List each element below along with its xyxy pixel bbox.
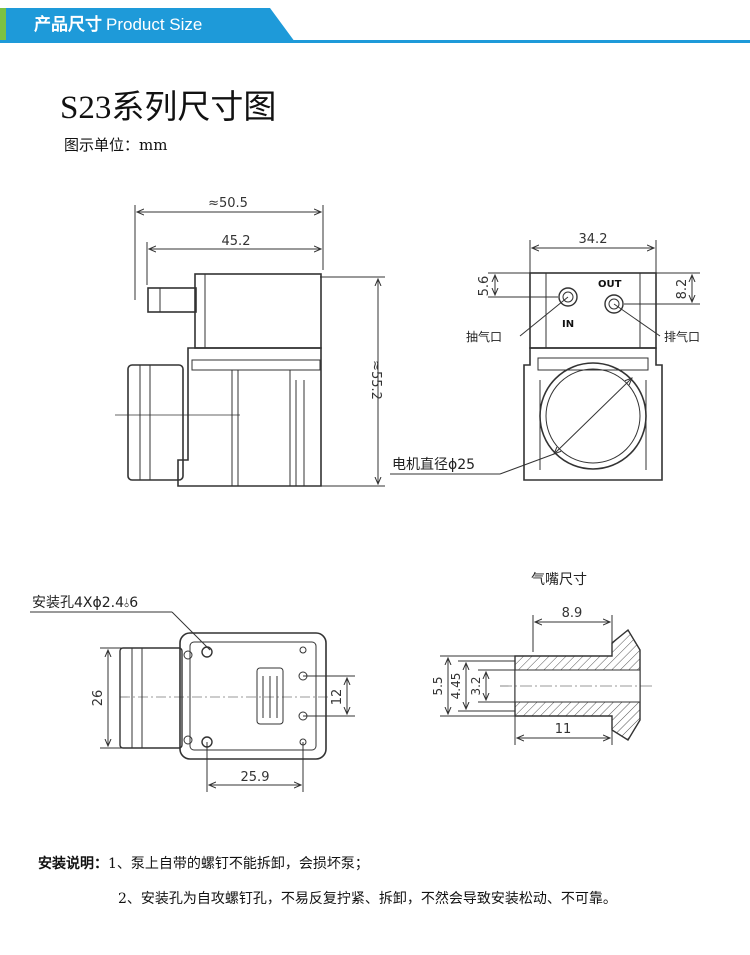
bottom-dim-spacing: 12	[330, 689, 345, 706]
header-title-cn: 产品尺寸	[34, 15, 102, 35]
bottom-dim-height: 26	[91, 690, 106, 707]
mounting-holes-label: 安装孔4Xϕ2.4⫰6	[32, 595, 138, 611]
bottom-view	[30, 611, 355, 792]
front-dim-out-offset: 5.6	[477, 276, 492, 297]
nozzle-dim-d1: 5.5	[431, 676, 445, 695]
nozzle-dim-length-b: 11	[555, 722, 572, 737]
front-dim-in-offset: 8.2	[675, 279, 690, 300]
install-notes-label: 安装说明：	[38, 856, 108, 872]
bottom-dim-width: 25.9	[241, 770, 270, 785]
nozzle-view	[440, 615, 655, 745]
install-note-2: 2、安装孔为自攻螺钉孔，不易反复拧紧、拆卸，不然会导致安装松动、不可靠。	[118, 891, 617, 907]
port-out-label: OUT	[598, 279, 622, 290]
motor-diameter-label: 电机直径ϕ25	[392, 456, 475, 473]
intake-port-label: 抽气口	[466, 329, 502, 344]
header-accent-stripe	[0, 8, 6, 42]
nozzle-dim-length-a: 8.9	[562, 606, 583, 621]
unit-label: 图示单位：mm	[64, 136, 168, 154]
front-dim-width: 34.2	[579, 232, 608, 247]
port-in-label: IN	[562, 319, 574, 330]
front-view	[390, 240, 700, 481]
nozzle-title: 气嘴尺寸	[531, 572, 587, 588]
header-title-en: Product Size	[106, 15, 203, 34]
side-view	[115, 205, 385, 487]
header-underline	[0, 40, 750, 43]
install-note-1-text: 1、泵上自带的螺钉不能拆卸，会损坏泵；	[108, 856, 369, 872]
side-dim-body-width: 45.2	[222, 234, 251, 249]
install-note-1: 安装说明：1、泵上自带的螺钉不能拆卸，会损坏泵；	[38, 853, 369, 873]
nozzle-dim-d3: 3.2	[469, 676, 483, 695]
depth-symbol-icon: ⫰	[124, 596, 129, 610]
side-dim-height: ≈55.2	[368, 360, 383, 400]
exhaust-port-label: 排气口	[664, 329, 700, 344]
mounting-holes-text: 安装孔4Xϕ2.4	[32, 595, 124, 611]
page-title: S23系列尺寸图	[60, 90, 277, 126]
mounting-hole-depth: 6	[129, 595, 138, 611]
nozzle-dim-d2: 4.45	[449, 673, 463, 700]
header-tab-background	[0, 8, 295, 42]
side-dim-total-width: ≈50.5	[208, 196, 248, 211]
